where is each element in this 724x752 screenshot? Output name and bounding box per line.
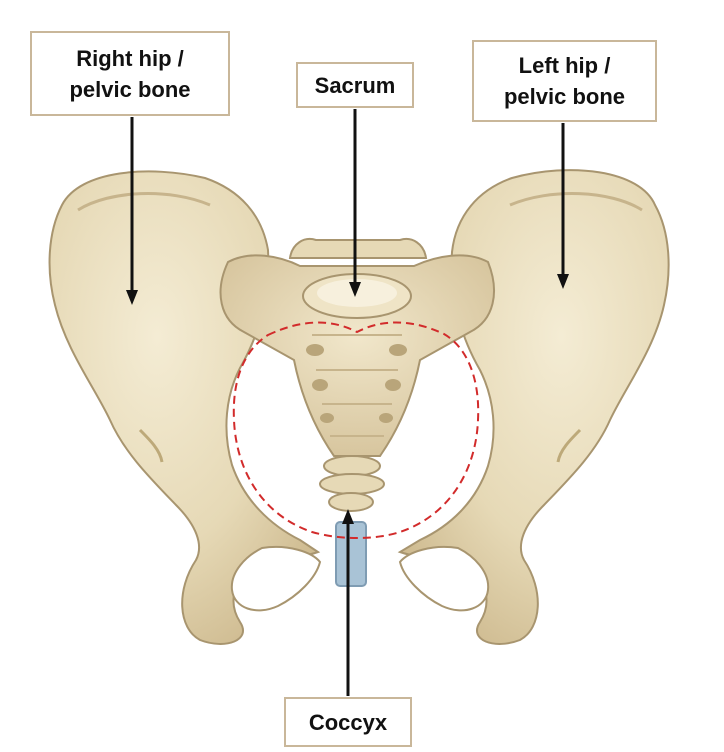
sacrum — [219, 238, 495, 457]
sacrum-label: Sacrum — [296, 62, 414, 108]
sacral-foramen — [312, 379, 328, 391]
sacral-foramen — [385, 379, 401, 391]
sacrum-ala — [219, 254, 495, 457]
left-hip-label: Left hip / pelvic bone — [472, 40, 657, 122]
sacral-foramen — [306, 344, 324, 356]
sacrum-arrowhead — [349, 282, 361, 297]
left-hip-bone — [397, 169, 670, 645]
coccyx — [319, 455, 385, 512]
arrows — [126, 109, 569, 696]
sacral-promontory — [288, 238, 428, 259]
sacral-foramen — [389, 344, 407, 356]
coccyx-arrowhead — [342, 509, 354, 524]
coccyx-label: Coccyx — [284, 697, 412, 747]
right-obturator-foramen — [230, 546, 322, 612]
right-hip-bone — [48, 170, 322, 645]
left-hip-arrowhead — [557, 274, 569, 289]
left-obturator-foramen — [398, 546, 490, 612]
right-hip-arrowhead — [126, 290, 138, 305]
pelvic-inlet-outline — [232, 321, 480, 539]
sacral-foramen — [320, 413, 334, 423]
sacral-foramen — [379, 413, 393, 423]
right-hip-label: Right hip / pelvic bone — [30, 31, 230, 116]
pubic-symphysis — [335, 521, 367, 587]
